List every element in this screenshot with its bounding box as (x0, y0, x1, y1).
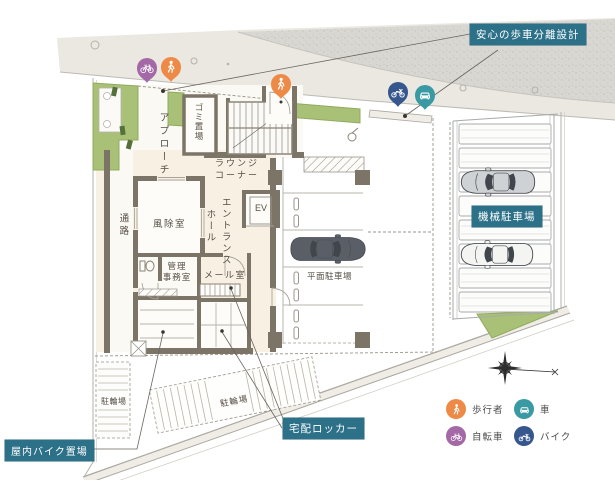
callout-pedestrian-vehicle-separation: 安心の歩車分離設計 (470, 24, 586, 45)
pin-bicycle (137, 58, 157, 83)
pin-pedestrian-east (271, 74, 291, 99)
pin-car (415, 85, 435, 110)
toilet-fixture (139, 260, 155, 272)
label-entrance-hall: エントランス ホール (204, 197, 231, 266)
label-garbage: ゴミ置場 (194, 103, 205, 141)
callout-delivery-locker: 宅配ロッカー (283, 418, 364, 439)
legend-label: 車 (540, 406, 551, 416)
leader-dots (161, 89, 407, 334)
delivery-locker-room (201, 303, 246, 347)
surface-parking-area (94, 85, 451, 357)
label-bicycle-parking-left: 駐輪場 (100, 397, 128, 408)
legend-label: バイク (540, 433, 572, 443)
leader-lines (90, 33, 499, 450)
label-office: 管理 事務室 (162, 261, 192, 283)
office-counter (138, 288, 178, 297)
callout-indoor-bike-storage: 屋内バイク置場 (5, 440, 94, 461)
bicycle-icon (446, 426, 466, 446)
label-mail-room: メール室 (204, 270, 247, 280)
staircase (227, 101, 293, 155)
legend-label: 歩行者 (472, 406, 504, 416)
legend-item-car: 車 (514, 399, 551, 419)
label-elevator: EV (254, 203, 267, 213)
car-mechanical-bottom (460, 240, 534, 269)
car-mechanical-top (460, 167, 536, 197)
car-icon (514, 399, 534, 419)
pedestrian-icon (446, 399, 466, 419)
pit-box (130, 340, 147, 357)
doors (134, 177, 291, 307)
label-approach: アプローチ (157, 112, 168, 177)
pin-pedestrian-west (161, 57, 181, 82)
legend-item-motorbike: バイク (514, 426, 571, 446)
landscaping-greenery (92, 82, 559, 339)
car-surface-parking (290, 234, 366, 264)
motorbike-icon (514, 426, 534, 446)
legend-label: 自転車 (472, 433, 504, 443)
mail-lockers (199, 283, 241, 297)
callout-mechanical-parking: 機械駐車場 (472, 206, 542, 227)
legend-item-bicycle: 自転車 (446, 426, 504, 446)
compass-rose (488, 351, 559, 385)
pin-motorbike (388, 82, 408, 107)
label-windbreak: 風除室 (153, 219, 187, 230)
label-lounge: ラウンジ コーナー (214, 158, 259, 180)
label-surface-parking: 平面駐車場 (307, 271, 353, 281)
label-passage: 通路 (117, 213, 129, 238)
legend-item-pedestrian: 歩行者 (446, 399, 504, 419)
elevator-cab (249, 196, 272, 225)
indoor-bike-room (140, 309, 194, 339)
garbage-room (182, 94, 218, 156)
